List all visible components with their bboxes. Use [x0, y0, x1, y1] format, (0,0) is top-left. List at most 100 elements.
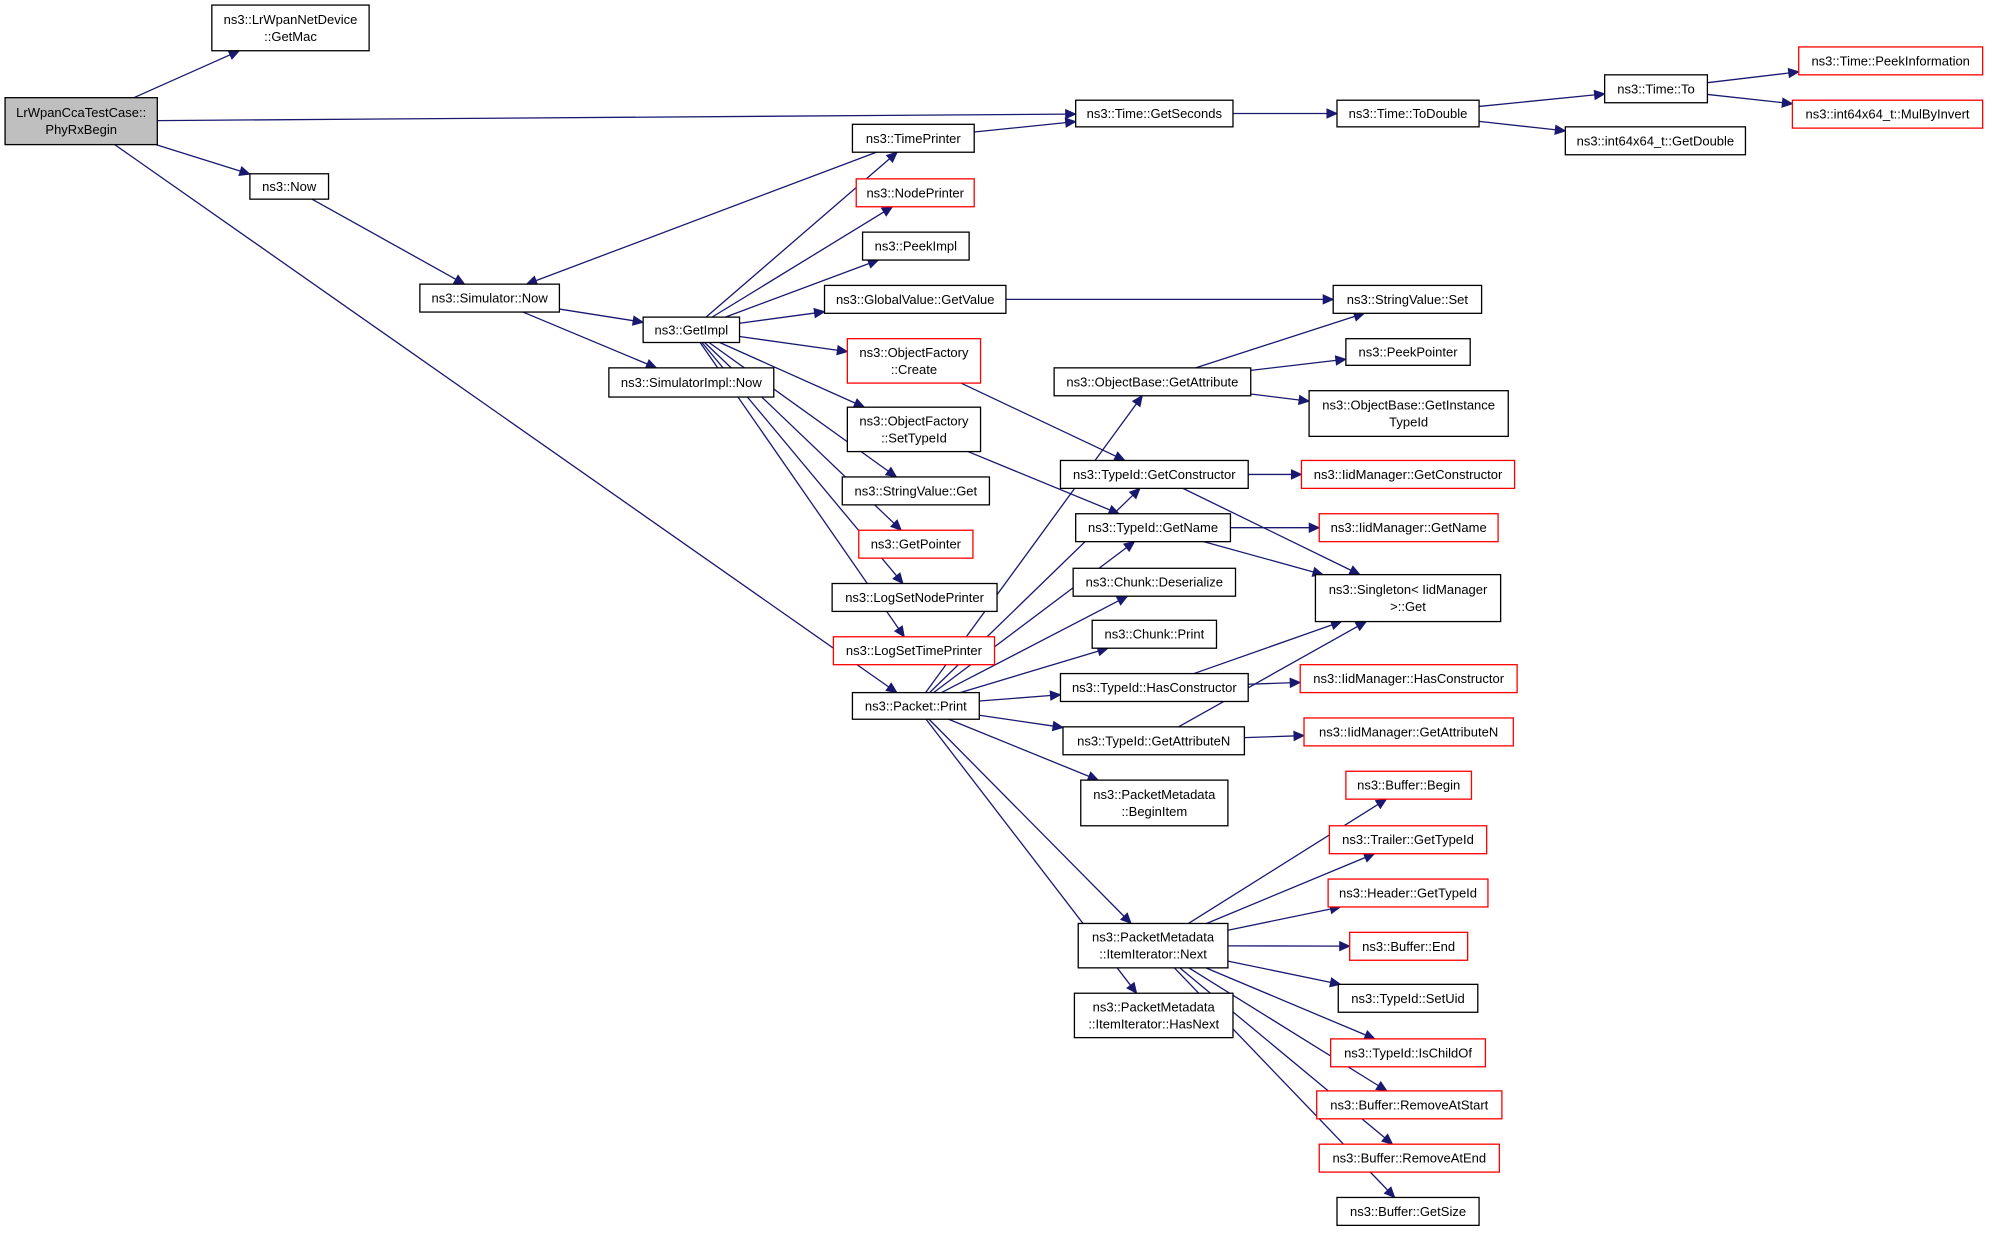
node-peekimpl[interactable]: ns3::PeekImpl — [861, 231, 970, 261]
node-obgetattr[interactable]: ns3::ObjectBase::GetAttribute — [1053, 367, 1252, 397]
edge-line — [157, 113, 1066, 122]
edge-arrowhead — [1326, 108, 1339, 119]
node-now[interactable]: ns3::Now — [249, 173, 330, 200]
node-box — [608, 367, 775, 398]
node-box — [855, 178, 975, 208]
node-label: ns3::Time::PeekInformation — [1811, 53, 1969, 68]
edge-root-to-getseconds — [157, 108, 1077, 122]
edge-pprint-to-tihasctor — [979, 690, 1062, 702]
node-box — [1345, 770, 1473, 800]
node-hdgettid[interactable]: ns3::Header::GetTypeId — [1327, 878, 1489, 908]
node-label: ns3::PeekPointer — [1359, 345, 1459, 360]
node-simnow[interactable]: ns3::Simulator::Now — [419, 283, 561, 313]
node-gvgetvalue[interactable]: ns3::GlobalValue::GetValue — [823, 284, 1007, 314]
node-tihasctor[interactable]: ns3::TypeId::HasConstructor — [1059, 672, 1249, 703]
node-ofsettypeid[interactable]: ns3::ObjectFactory::SetTypeId — [846, 406, 982, 453]
node-simimplnow[interactable]: ns3::SimulatorImpl::Now — [608, 367, 775, 398]
node-box — [831, 582, 998, 613]
edge-arrowhead — [1334, 355, 1348, 366]
edge-arrowhead — [1115, 595, 1129, 606]
node-chprint[interactable]: ns3::Chunk::Print — [1091, 619, 1218, 649]
node-tigetctor[interactable]: ns3::TypeId::GetConstructor — [1059, 459, 1249, 490]
node-label: ns3::GetImpl — [654, 322, 728, 337]
node-label: ns3::IidManager::GetConstructor — [1314, 467, 1503, 482]
node-getmac[interactable]: ns3::LrWpanNetDevice::GetMac — [211, 4, 370, 52]
edge-line — [114, 144, 890, 688]
edge-line — [711, 211, 885, 318]
node-bufremend[interactable]: ns3::Buffer::RemoveAtEnd — [1318, 1143, 1501, 1173]
node-timeto[interactable]: ns3::Time::To — [1603, 74, 1709, 104]
edge-tihasctor-to-singleton — [1193, 620, 1343, 675]
node-label: ns3::Buffer::GetSize — [1350, 1204, 1466, 1219]
edge-timeto-to-peekinfo — [1707, 67, 1800, 84]
edge-line — [1707, 72, 1789, 84]
node-iidgetctor[interactable]: ns3::IidManager::GetConstructor — [1300, 459, 1516, 490]
node-box — [832, 636, 996, 666]
node-mulbyinvert[interactable]: ns3::int64x64_t::MulByInvert — [1791, 99, 1984, 129]
node-svget[interactable]: ns3::StringValue::Get — [841, 476, 991, 506]
node-getdouble[interactable]: ns3::int64x64_t::GetDouble — [1564, 126, 1747, 156]
node-pmbegin[interactable]: ns3::PacketMetadata::BeginItem — [1080, 779, 1229, 827]
node-label: LrWpanCcaTestCase:: — [16, 105, 146, 120]
node-box — [823, 284, 1007, 314]
node-bufgetsize[interactable]: ns3::Buffer::GetSize — [1336, 1196, 1480, 1227]
edge-arrowhead — [1290, 469, 1303, 480]
node-logsettime[interactable]: ns3::LogSetTimePrinter — [832, 636, 996, 666]
edge-line — [559, 308, 634, 322]
edge-arrowhead — [1787, 67, 1800, 79]
node-todouble[interactable]: ns3::Time::ToDouble — [1336, 99, 1480, 128]
node-timeprinter[interactable]: ns3::TimePrinter — [851, 123, 975, 153]
node-pmnext[interactable]: ns3::PacketMetadata::ItemIterator::Next — [1077, 922, 1229, 969]
node-svset[interactable]: ns3::StringValue::Set — [1332, 284, 1483, 314]
node-box — [1077, 922, 1229, 969]
node-iidhasctor[interactable]: ns3::IidManager::HasConstructor — [1299, 664, 1518, 694]
edge-arrowhead — [890, 519, 903, 532]
edge-arrowhead — [1362, 852, 1376, 863]
node-box — [1300, 459, 1516, 490]
node-chdeser[interactable]: ns3::Chunk::Deserialize — [1072, 567, 1237, 597]
node-bufremstart[interactable]: ns3::Buffer::RemoveAtStart — [1316, 1090, 1503, 1120]
node-getseconds[interactable]: ns3::Time::GetSeconds — [1075, 99, 1234, 128]
node-bufbegin[interactable]: ns3::Buffer::Begin — [1345, 770, 1473, 800]
node-tigetattrn[interactable]: ns3::TypeId::GetAttributeN — [1062, 726, 1246, 756]
edge-arrowhead — [631, 315, 645, 326]
node-logsetnode[interactable]: ns3::LogSetNodePrinter — [831, 582, 998, 613]
node-box — [419, 283, 561, 313]
node-trgettid[interactable]: ns3::Trailer::GetTypeId — [1328, 825, 1488, 855]
node-box — [1059, 672, 1249, 703]
node-box — [1332, 284, 1483, 314]
edge-line — [725, 262, 870, 318]
edge-line — [1203, 541, 1314, 573]
node-getpointer[interactable]: ns3::GetPointer — [858, 529, 974, 559]
edge-now-to-simnow — [311, 198, 466, 285]
node-box — [851, 691, 980, 720]
edge-line — [1182, 487, 1352, 571]
node-pprint[interactable]: ns3::Packet::Print — [851, 691, 980, 720]
node-ofcreate[interactable]: ns3::ObjectFactory::Create — [846, 338, 982, 384]
node-tisetuid[interactable]: ns3::TypeId::SetUid — [1337, 983, 1479, 1013]
node-nodeprinter[interactable]: ns3::NodePrinter — [855, 178, 975, 208]
node-tigetname[interactable]: ns3::TypeId::GetName — [1075, 513, 1232, 543]
edge-root-to-getmac — [133, 50, 241, 99]
edge-arrowhead — [1363, 1029, 1376, 1040]
node-label: ::GetMac — [264, 29, 317, 44]
node-bufend[interactable]: ns3::Buffer::End — [1349, 931, 1469, 961]
edge-obgetattr-to-obgetinst — [1250, 393, 1311, 406]
edge-arrowhead — [836, 344, 849, 356]
node-tiischild[interactable]: ns3::TypeId::IsChildOf — [1330, 1038, 1487, 1068]
edge-arrowhead — [880, 206, 894, 217]
edge-line — [1193, 624, 1333, 675]
node-getimpl[interactable]: ns3::GetImpl — [642, 316, 741, 344]
edge-arrowhead — [238, 165, 252, 177]
node-peekpointer[interactable]: ns3::PeekPointer — [1345, 338, 1471, 366]
edge-arrowhead — [1308, 522, 1321, 533]
node-peekinfo[interactable]: ns3::Time::PeekInformation — [1798, 46, 1984, 76]
node-label: ns3::Buffer::RemoveAtEnd — [1332, 1151, 1486, 1166]
edge-arrowhead — [452, 274, 466, 285]
node-singleton[interactable]: ns3::Singleton< IidManager>::Get — [1314, 573, 1502, 623]
node-iidgetattrn[interactable]: ns3::IidManager::GetAttributeN — [1303, 717, 1514, 747]
node-root[interactable]: LrWpanCcaTestCase::PhyRxBegin — [4, 97, 158, 146]
node-iidgetname[interactable]: ns3::IidManager::GetName — [1318, 513, 1499, 543]
node-pmhasnext[interactable]: ns3::PacketMetadata::ItemIterator::HasNe… — [1073, 992, 1234, 1039]
